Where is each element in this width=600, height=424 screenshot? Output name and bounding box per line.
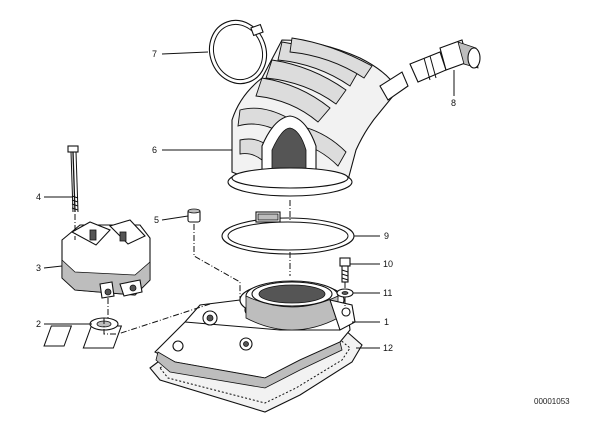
callout-1: 1 <box>384 317 389 327</box>
assembly-lines <box>74 200 346 335</box>
callout-6: 6 <box>152 145 157 155</box>
callout-4: 4 <box>36 192 41 202</box>
part-6-intake-boot <box>227 37 409 197</box>
part-10-bolt <box>339 257 351 283</box>
callout-3: 3 <box>36 263 41 273</box>
document-number: 00001053 <box>534 397 570 406</box>
leader-lines <box>43 51 455 349</box>
callout-11: 11 <box>383 288 392 298</box>
callout-12: 12 <box>383 343 393 353</box>
part-9-clamp <box>221 211 355 255</box>
callout-labels: 7 6 4 5 3 2 8 9 10 11 1 12 <box>36 49 456 353</box>
part-1-housing <box>43 280 356 389</box>
part-5-cap <box>187 208 201 223</box>
part-8-sensor <box>409 39 481 83</box>
callout-8: 8 <box>451 98 456 108</box>
callout-7: 7 <box>152 49 157 59</box>
part-7-clamp-ring <box>208 19 268 85</box>
callout-10: 10 <box>383 259 393 269</box>
part-4-bolt <box>67 145 79 213</box>
callout-9: 9 <box>384 231 389 241</box>
part-11-washer <box>336 288 354 298</box>
callout-5: 5 <box>154 215 159 225</box>
callout-2: 2 <box>36 319 41 329</box>
part-3-valve-body <box>61 219 151 299</box>
